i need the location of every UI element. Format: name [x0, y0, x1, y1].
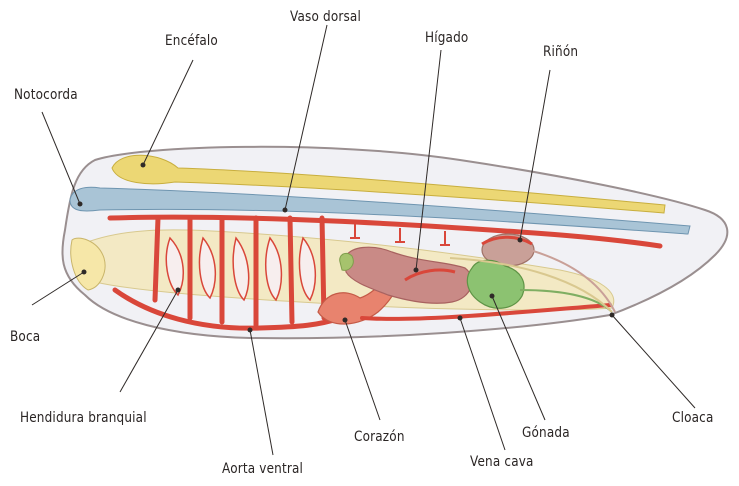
label-notocorda: Notocorda	[14, 87, 78, 103]
label-higado: Hígado	[425, 30, 468, 46]
label-gonada: Gónada	[522, 425, 570, 441]
label-vaso-dorsal: Vaso dorsal	[290, 9, 361, 25]
liver-lobe	[340, 253, 354, 270]
label-rinon: Riñón	[543, 44, 578, 60]
label-encefalo: Encéfalo	[165, 33, 218, 49]
label-corazon: Corazón	[354, 429, 405, 445]
label-boca: Boca	[10, 329, 40, 345]
label-vena-cava: Vena cava	[470, 454, 534, 470]
label-aorta-ventral: Aorta ventral	[222, 461, 303, 477]
label-cloaca: Cloaca	[672, 410, 714, 426]
label-hendidura-branquial: Hendidura branquial	[20, 410, 147, 426]
